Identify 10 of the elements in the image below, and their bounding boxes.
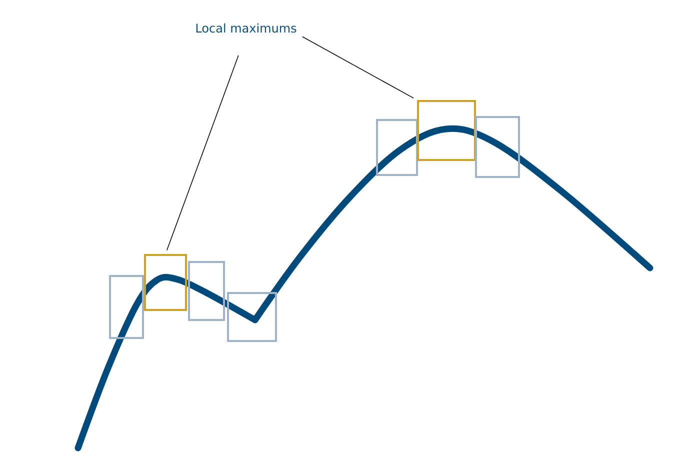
window-box — [475, 116, 520, 178]
window-box — [109, 275, 144, 339]
callout-label: Local maximums — [196, 23, 296, 33]
window-box — [227, 292, 277, 342]
leader-line — [302, 36, 414, 98]
window-box — [376, 119, 418, 176]
leader-line — [166, 55, 239, 251]
window-box — [188, 261, 225, 321]
window-box — [417, 100, 476, 161]
window-box — [144, 254, 187, 311]
